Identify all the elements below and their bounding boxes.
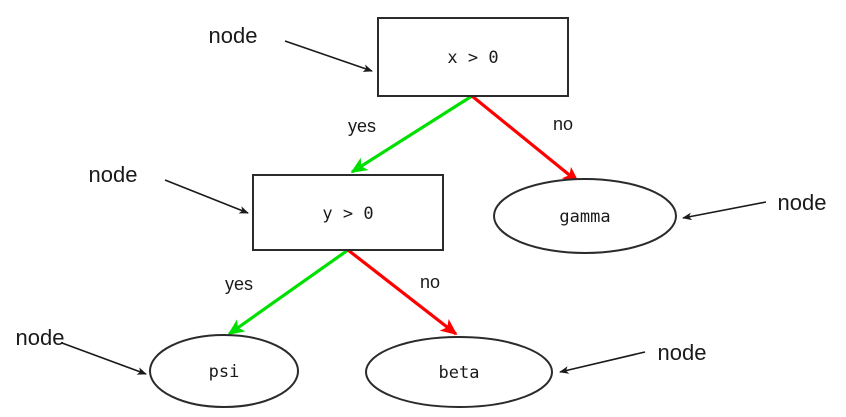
annotation-line-root	[284, 40, 373, 72]
node-gamma[interactable]	[493, 178, 677, 254]
annotation-line-second	[164, 179, 249, 214]
annotation-label-gamma: node	[778, 190, 827, 215]
node-group: x > 0 y > 0 gamma psi beta	[149, 17, 677, 408]
node-root-label: x > 0	[447, 48, 498, 68]
edge-label-root-no: no	[553, 114, 573, 134]
node-beta[interactable]	[365, 336, 553, 408]
node-second-label: y > 0	[322, 204, 373, 224]
annotation-line-gamma	[682, 201, 767, 221]
node-root[interactable]	[377, 17, 569, 97]
annotation-label-psi: node	[16, 325, 65, 350]
edge-group	[227, 94, 580, 336]
node-psi[interactable]	[149, 334, 299, 408]
annotation-line-psi	[61, 342, 147, 375]
node-second[interactable]	[252, 174, 444, 251]
edge-second-yes	[227, 248, 349, 336]
edge-label-group: yes no yes no	[225, 114, 573, 294]
node-beta-label: beta	[439, 363, 480, 383]
annotation-label-second: node	[89, 162, 138, 187]
edge-root-yes	[350, 94, 473, 174]
edge-label-second-no: no	[420, 272, 440, 292]
annotation-label-beta: node	[658, 340, 707, 365]
edge-label-root-yes: yes	[348, 116, 376, 136]
node-psi-label: psi	[209, 362, 240, 382]
annotation-label-root: node	[209, 23, 258, 48]
edge-root-no	[470, 94, 580, 184]
edge-second-no	[347, 248, 458, 336]
edge-label-second-yes: yes	[225, 274, 253, 294]
annotation-group: node node node node node	[16, 23, 827, 375]
annotation-line-beta	[559, 351, 646, 374]
node-gamma-label: gamma	[559, 207, 610, 227]
